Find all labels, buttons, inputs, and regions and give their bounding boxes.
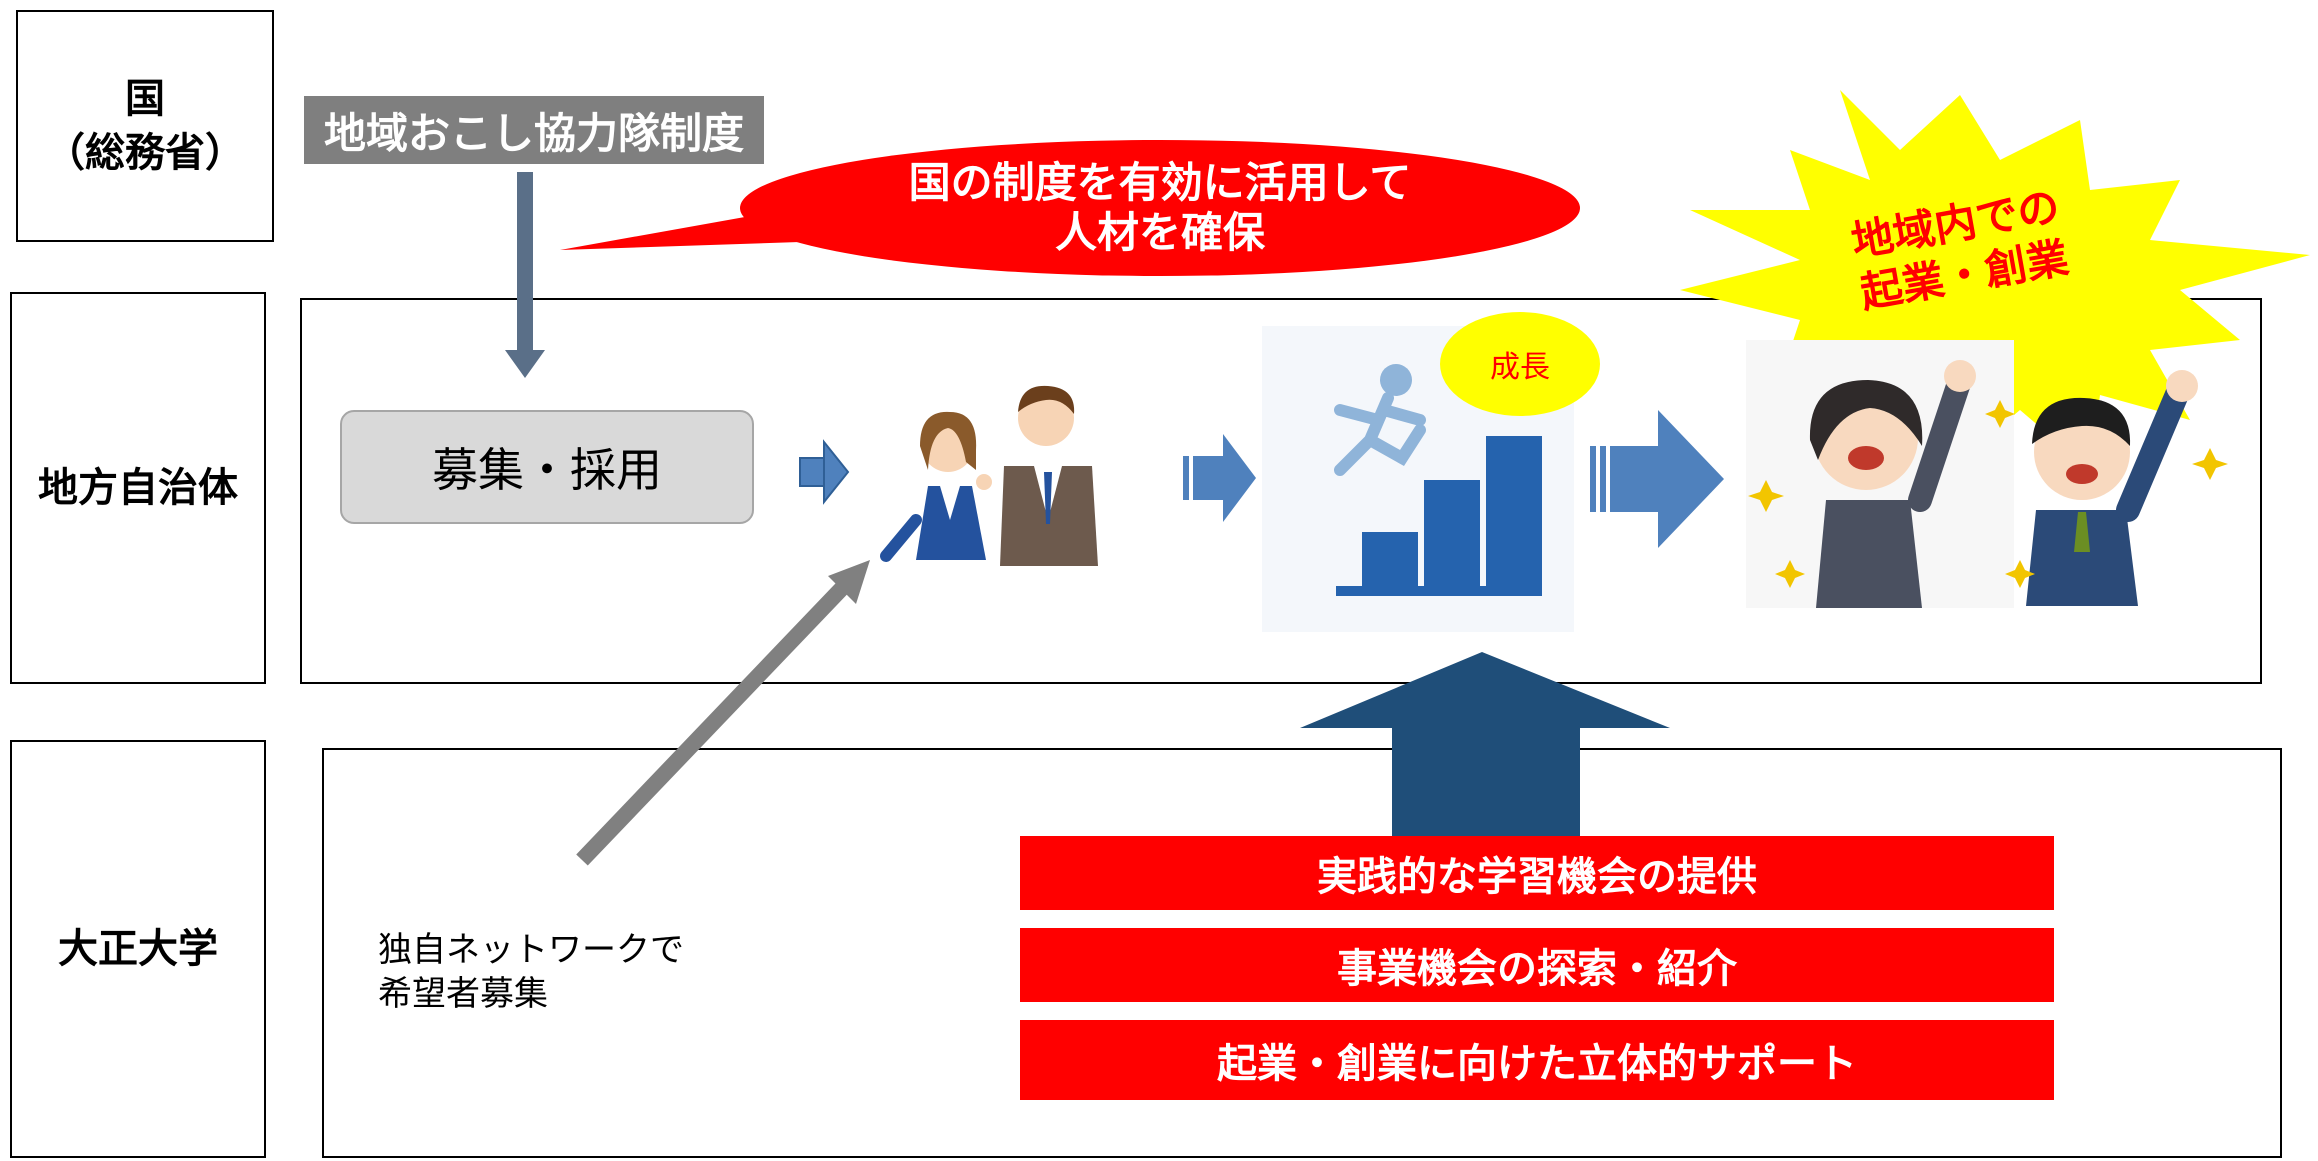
row-label-municipality-text: 地方自治体	[38, 465, 238, 511]
growth-badge	[1440, 312, 1600, 416]
network-line2: 希望者募集	[378, 974, 548, 1015]
row-label-national-line1: 国	[125, 76, 165, 122]
flow-arrow-3	[1590, 410, 1724, 548]
support-item-3-text: 起業・創業に向けた立体的サポート	[1217, 1041, 1857, 1087]
flow-arrow-1	[799, 439, 850, 505]
row-label-national-line2: （総務省）	[45, 130, 245, 176]
recruits-illustration	[880, 385, 1098, 566]
growth-illustration	[1262, 326, 1574, 632]
support-up-arrow	[1300, 652, 1670, 836]
network-text: 独自ネットワークで 希望者募集	[378, 928, 684, 1016]
callout-text: 国の制度を有効に活用して 人材を確保	[800, 156, 1520, 260]
network-diagonal-arrow	[576, 560, 870, 866]
row-label-municipality: 地方自治体	[10, 292, 266, 684]
support-item-2: 事業機会の探索・紹介	[1020, 928, 2054, 1002]
callout-line2: 人材を確保	[1054, 208, 1265, 257]
row-label-university-text: 大正大学	[58, 926, 218, 972]
row-label-national: 国 （総務省）	[16, 10, 274, 242]
support-item-1: 実践的な学習機会の提供	[1020, 836, 2054, 910]
callout-line1: 国の制度を有効に活用して	[908, 157, 1412, 207]
recruit-box: 募集・採用	[340, 410, 754, 524]
callout-bubble	[560, 140, 1580, 276]
growth-label-text: 成長	[1490, 350, 1550, 385]
support-item-2-text: 事業機会の探索・紹介	[1337, 946, 1737, 992]
network-line1: 独自ネットワークで	[378, 930, 684, 970]
celebrating-people-illustration	[1746, 340, 2228, 608]
program-down-arrow	[505, 172, 545, 378]
growth-label: 成長	[1440, 336, 1600, 392]
support-item-3: 起業・創業に向けた立体的サポート	[1020, 1020, 2054, 1100]
flow-arrow-2	[1183, 434, 1256, 522]
support-item-1-text: 実践的な学習機会の提供	[1317, 854, 1757, 900]
recruit-label: 募集・採用	[432, 443, 662, 497]
program-label-text: 地域おこし協力隊制度	[323, 108, 744, 158]
burst-shape	[1680, 90, 2310, 470]
row-label-university: 大正大学	[10, 740, 266, 1158]
program-label: 地域おこし協力隊制度	[304, 96, 764, 164]
